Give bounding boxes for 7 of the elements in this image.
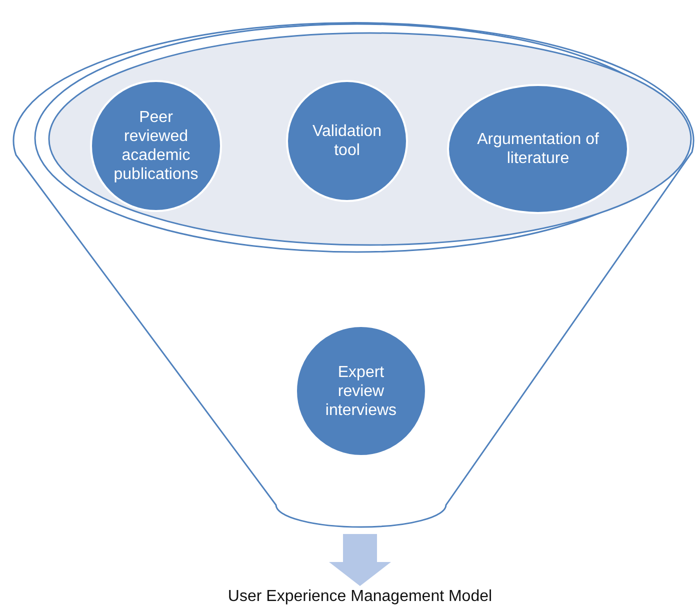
node-label: Expert review interviews [324, 362, 398, 420]
block-arrow [329, 534, 391, 586]
result-label: User Experience Management Model [190, 588, 530, 610]
node-label: Peer reviewed academic publications [112, 108, 200, 184]
node-label: Argumentation of literature [476, 130, 600, 168]
node-label: Validation tool [311, 122, 383, 160]
ellipse-band [48, 32, 692, 246]
